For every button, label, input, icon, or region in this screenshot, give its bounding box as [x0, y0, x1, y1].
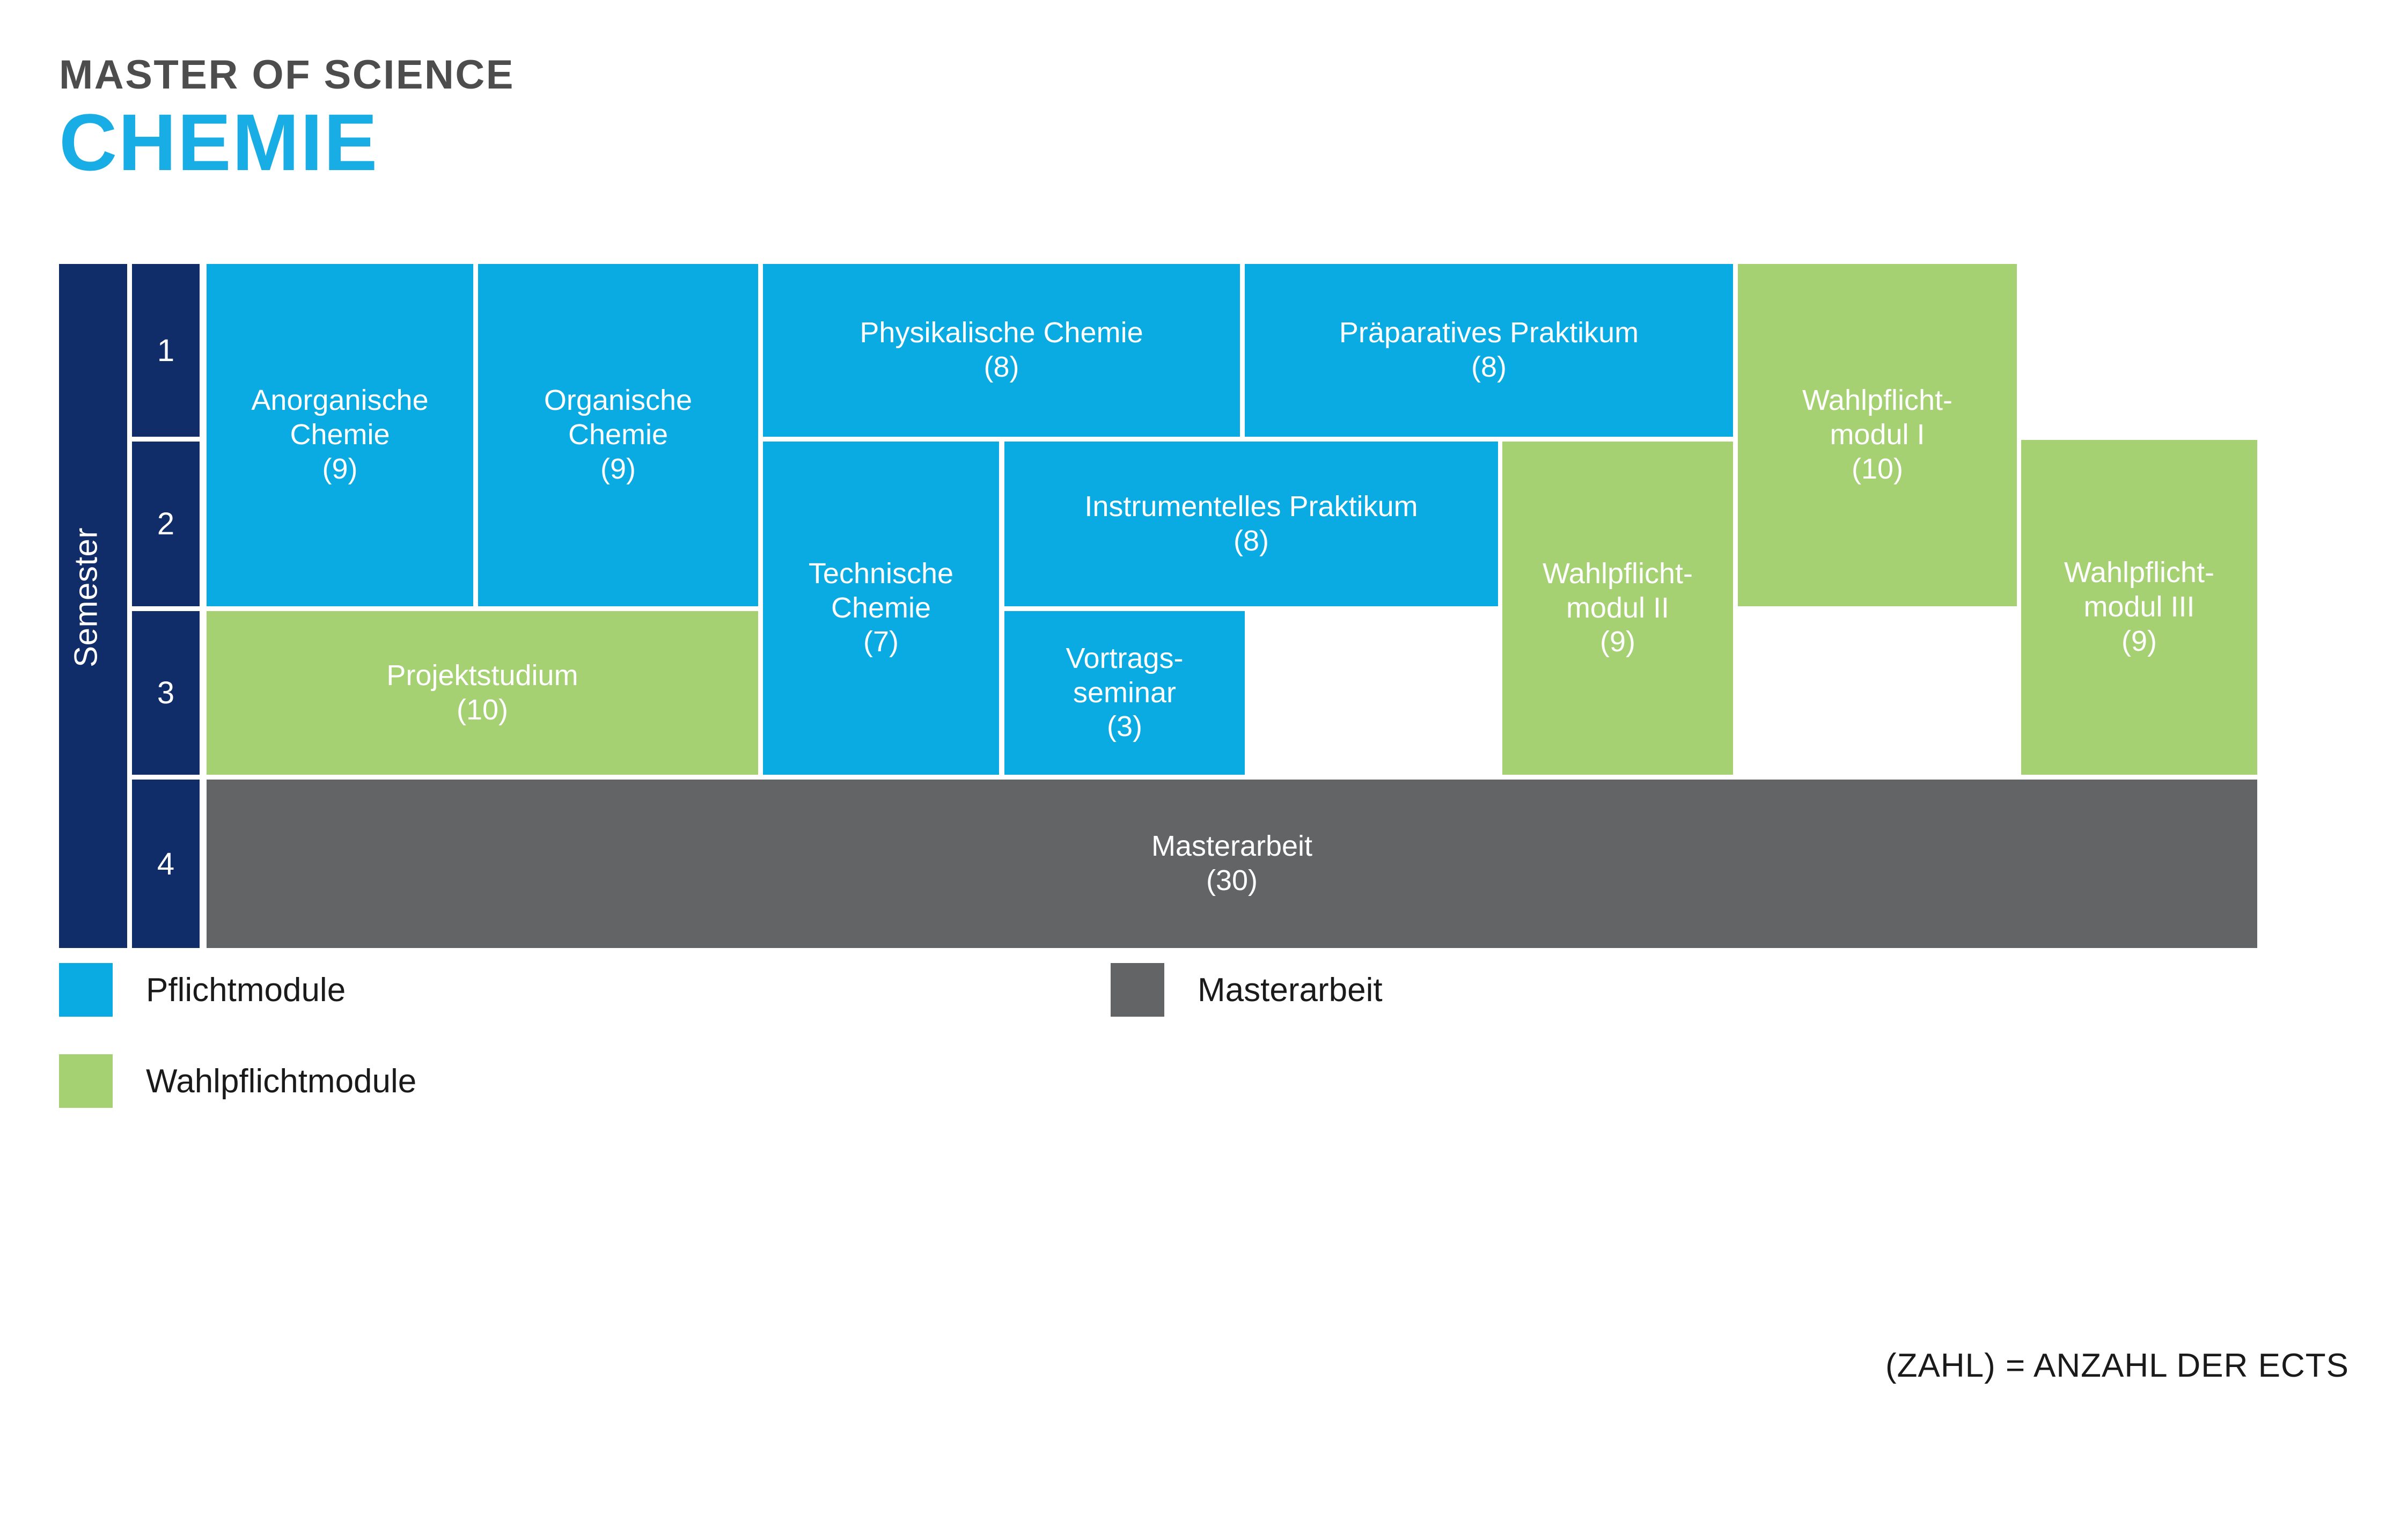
module-title: Anorganische [251, 384, 429, 417]
module-title-line2: modul I [1830, 418, 1925, 451]
module-ects: (8) [1234, 524, 1269, 557]
module-ects: (10) [456, 693, 509, 726]
module-title: Organische [544, 384, 693, 417]
module-wahlpflichtmodul-1[interactable]: Wahlpflicht- modul I (10) [1738, 264, 2017, 606]
module-organische-chemie[interactable]: Organische Chemie (9) [478, 264, 758, 606]
legend-swatch-pflichtmodule [59, 963, 113, 1017]
module-anorganische-chemie[interactable]: Anorganische Chemie (9) [207, 264, 473, 606]
page-header: MASTER OF SCIENCE CHEMIE [59, 54, 1132, 182]
module-title: Instrumentelles Praktikum [1084, 490, 1418, 523]
module-ects: (10) [1851, 452, 1904, 485]
module-title-line2: seminar [1073, 676, 1177, 709]
module-ects: (8) [1471, 351, 1507, 383]
module-title: Technische [808, 557, 954, 590]
module-wahlpflichtmodul-3[interactable]: Wahlpflicht- modul III (9) [2021, 440, 2257, 775]
module-title-line2: modul III [2083, 591, 2195, 623]
module-praeparatives-praktikum[interactable]: Präparatives Praktikum (8) [1245, 264, 1733, 437]
semester-axis-label: Semester [68, 527, 104, 667]
module-instrumentelles-praktikum[interactable]: Instrumentelles Praktikum (8) [1004, 442, 1498, 606]
semester-number-3: 3 [132, 611, 200, 775]
module-title-line2: Chemie [831, 591, 931, 624]
legend-label: Masterarbeit [1198, 971, 1383, 1009]
module-title: Masterarbeit [1151, 830, 1313, 863]
semester-number-4: 4 [132, 780, 200, 948]
module-title: Vortrags- [1066, 642, 1184, 674]
legend-label: Wahlpflichtmodule [146, 1062, 417, 1100]
module-title: Projektstudium [386, 659, 578, 692]
legend-label: Pflichtmodule [146, 971, 346, 1009]
module-ects: (9) [1600, 626, 1635, 658]
page-title: CHEMIE [59, 97, 379, 187]
module-title: Wahlpflicht- [1802, 384, 1953, 417]
module-technische-chemie[interactable]: Technische Chemie (7) [763, 442, 999, 775]
legend-item-pflichtmodule: Pflichtmodule [59, 963, 346, 1017]
module-masterarbeit[interactable]: Masterarbeit (30) [207, 780, 2257, 948]
semester-axis-column: Semester [59, 264, 127, 948]
module-ects: (30) [1206, 864, 1258, 897]
module-projektstudium[interactable]: Projektstudium (10) [207, 611, 758, 775]
module-ects: (7) [863, 626, 899, 658]
module-ects: (8) [983, 351, 1019, 383]
module-title: Präparatives Praktikum [1339, 317, 1639, 349]
module-physikalische-chemie[interactable]: Physikalische Chemie (8) [763, 264, 1240, 437]
ects-footnote: (ZAHL) = ANZAHL DER ECTS [1885, 1347, 2349, 1384]
module-title-line2: Chemie [568, 418, 669, 451]
module-title: Wahlpflicht- [2064, 556, 2215, 589]
legend-swatch-masterarbeit [1111, 963, 1164, 1017]
degree-kicker: MASTER OF SCIENCE [59, 52, 515, 98]
module-title: Wahlpflicht- [1542, 557, 1693, 590]
legend-item-wahlpflichtmodule: Wahlpflichtmodule [59, 1054, 416, 1108]
module-title-line2: Chemie [290, 418, 390, 451]
module-title-line2: modul II [1566, 591, 1670, 624]
legend: Pflichtmodule Wahlpflichtmodule Masterar… [59, 963, 1669, 1108]
module-ects: (9) [2121, 624, 2157, 657]
module-title: Physikalische Chemie [860, 317, 1143, 349]
module-wahlpflichtmodul-2[interactable]: Wahlpflicht- modul II (9) [1502, 442, 1733, 775]
legend-item-masterarbeit: Masterarbeit [1111, 963, 1383, 1017]
module-vortragsseminar[interactable]: Vortrags- seminar (3) [1004, 611, 1245, 775]
module-ects: (9) [322, 452, 358, 485]
module-ects: (3) [1107, 710, 1142, 743]
semester-number-2: 2 [132, 442, 200, 606]
module-ects: (9) [600, 452, 636, 485]
legend-swatch-wahlpflichtmodule [59, 1054, 113, 1108]
semester-number-1: 1 [132, 264, 200, 437]
